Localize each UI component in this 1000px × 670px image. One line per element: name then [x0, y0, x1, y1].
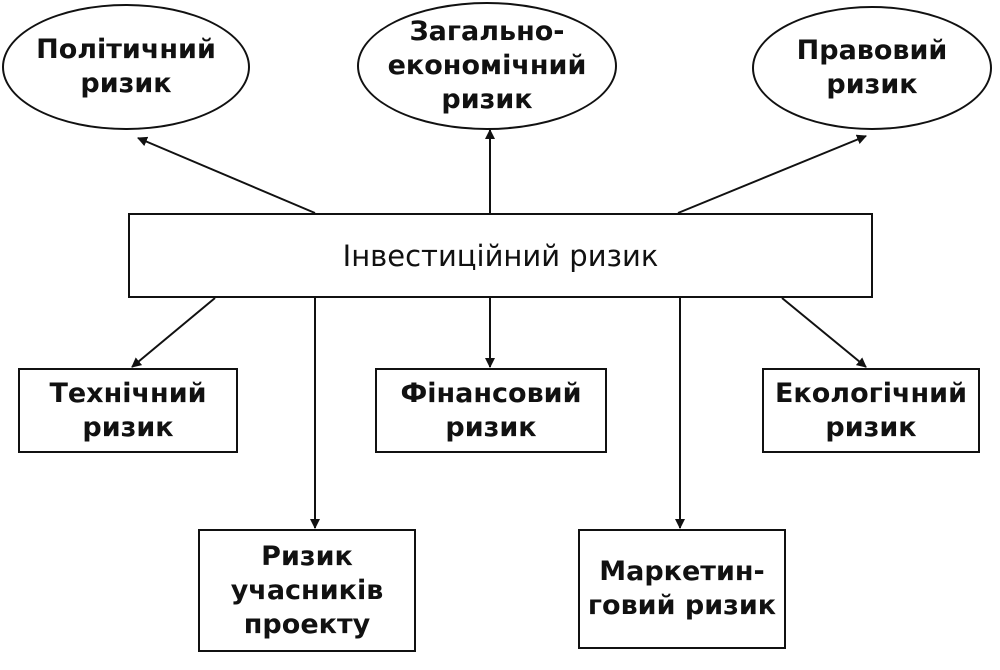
node-line: Інвестиційний ризик: [342, 238, 659, 273]
financial-risk-node: Фінансовий ризик: [375, 368, 607, 453]
node-line: економічний: [387, 50, 587, 81]
marketing-risk-node: Маркетин- говий ризик: [578, 529, 786, 649]
node-line: Правовий: [796, 35, 948, 66]
ecological-risk-node: Екологічний ризик: [762, 368, 980, 453]
node-line: Загально-: [409, 16, 565, 47]
participants-risk-node: Ризик учасників проекту: [198, 529, 416, 652]
legal-risk-node: Правовий ризик: [752, 6, 992, 130]
node-line: Фінансовий: [400, 377, 582, 409]
general-economic-risk-node: Загально- економічний ризик: [357, 2, 617, 130]
arrow-to-legal: [677, 134, 867, 214]
arrow-to-political: [137, 136, 316, 214]
technical-risk-node: Технічний ризик: [18, 368, 238, 453]
node-line: Ризик: [261, 540, 353, 572]
node-line: Політичний: [36, 34, 216, 65]
node-line: ризик: [80, 68, 172, 99]
arrow-to-technical: [131, 297, 216, 368]
node-line: ризик: [445, 411, 537, 443]
arrow-to-ecological: [781, 297, 867, 368]
political-risk-node: Політичний ризик: [2, 4, 250, 130]
node-line: учасників: [230, 574, 384, 606]
node-line: ризик: [82, 411, 174, 443]
investment-risk-node: Інвестиційний ризик: [128, 213, 873, 298]
node-line: Технічний: [49, 377, 207, 409]
node-line: Екологічний: [774, 377, 968, 409]
node-line: ризик: [826, 69, 918, 100]
node-line: проекту: [243, 608, 371, 640]
node-line: ризик: [441, 84, 533, 115]
node-line: говий ризик: [587, 590, 777, 621]
node-line: Маркетин-: [599, 556, 765, 587]
node-line: ризик: [825, 411, 917, 443]
